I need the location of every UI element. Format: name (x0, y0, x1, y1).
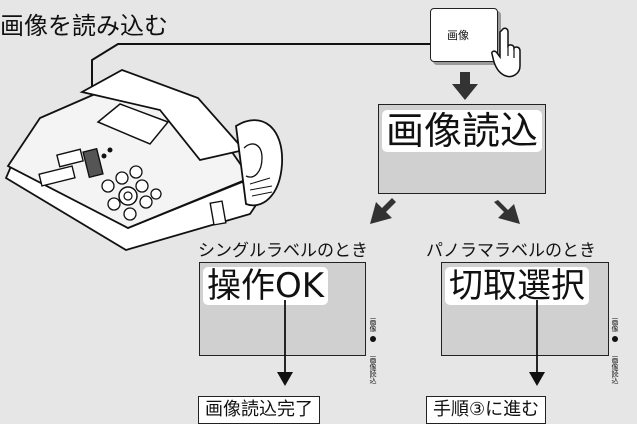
screen-single: 操作OK (199, 262, 366, 356)
condition-label-panorama: パノラマラベルのとき (426, 241, 596, 261)
condition-label-single: シングルラベルのとき (198, 241, 368, 261)
side-indicator-single (370, 336, 376, 342)
screen-panorama-text: 切取選択 (445, 267, 589, 305)
hand-pointer-icon (491, 27, 521, 78)
arrow-down-icon (277, 300, 293, 386)
image-button-card: 画像 (430, 8, 498, 62)
result-panorama: 手順③に進む (426, 396, 547, 424)
arrow-down-icon (452, 72, 478, 100)
arrow-down-icon (529, 300, 545, 386)
screen-panorama: 切取選択 (441, 262, 609, 356)
page-title: 画像を読み込む (0, 12, 168, 40)
image-button-label: 画像 (447, 29, 469, 42)
screen-single-text: 操作OK (203, 267, 329, 305)
side-label-single-bottom: 画像読込 (369, 356, 377, 384)
arrow-down-left-icon (370, 198, 396, 224)
main-screen: 画像読込 (378, 104, 546, 194)
side-indicator-panorama (612, 336, 618, 342)
arrow-down-right-icon (494, 200, 520, 224)
main-screen-text: 画像読込 (382, 110, 543, 152)
side-label-panorama-top: 画像 (611, 318, 619, 332)
side-label-single-top: 画像 (369, 318, 377, 332)
side-label-panorama-bottom: 画像読込 (611, 356, 619, 384)
result-single: 画像読込完了 (198, 396, 320, 424)
